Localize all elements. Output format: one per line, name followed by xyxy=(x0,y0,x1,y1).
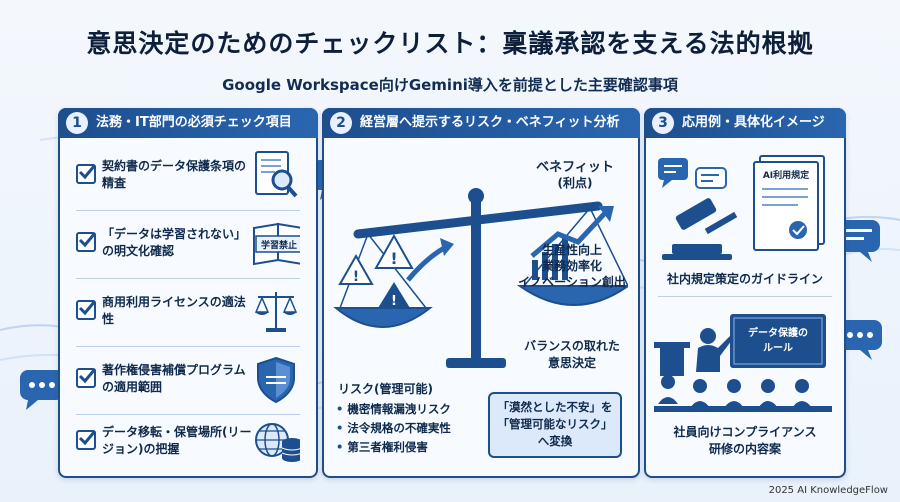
checklist-item-label: 著作権侵害補償プログラムの適用範囲 xyxy=(102,363,246,394)
svg-text:!: ! xyxy=(391,294,397,309)
training-classroom-illustration: データ保護の ルール xyxy=(654,314,832,412)
book-label: 学習禁止 xyxy=(261,239,297,251)
balance-label-line: 意思決定 xyxy=(547,356,596,370)
benefit-item: 生産性向上 xyxy=(541,243,602,257)
checklist-item[interactable]: 著作権侵害補償プログラムの適用範囲 xyxy=(70,354,306,410)
example-guideline-label: 社内規定策定のガイドライン xyxy=(666,272,823,286)
panel-header: 2 経営層へ提示するリスク・ベネフィット分析 xyxy=(322,108,640,138)
checklist-item[interactable]: データ移転・保管場所(リージョン)の把握 xyxy=(70,416,306,472)
balance-label: バランスの取れた 意思決定 xyxy=(510,338,634,372)
divider xyxy=(76,414,300,415)
benefit-title: ベネフィット xyxy=(536,160,614,175)
risk-item: 法令規格の不確実性 xyxy=(336,419,476,438)
footer-copyright: 2025 AI KnowledgeFlow xyxy=(768,485,888,496)
checkbox-icon[interactable] xyxy=(76,164,97,184)
example-training-line: 社員向けコンプライアンス xyxy=(673,425,817,439)
example-training-label: 社員向けコンプライアンス 研修の内容案 xyxy=(646,424,844,458)
svg-text:!: ! xyxy=(390,249,397,268)
balance-scale-icon: ! ! ! xyxy=(333,188,628,368)
checkbox-icon[interactable] xyxy=(76,300,97,320)
svg-text:!: ! xyxy=(353,269,359,285)
example-training-line: 研修の内容案 xyxy=(708,442,781,456)
panel-legal-it-checklist: 1 法務・IT部門の必須チェック項目 契約書のデータ保護条項の精査 「データは学… xyxy=(58,108,318,478)
checkbox-icon[interactable] xyxy=(76,430,97,450)
benefit-item: イノベーション創出 xyxy=(518,275,626,289)
balance-label-line: バランスの取れた xyxy=(524,339,620,353)
page-subtitle: Google Workspace向けGemini導入を前提とした主要確認事項 xyxy=(222,76,678,94)
checklist-item-label: 「データは学習されない」の明文化確認 xyxy=(102,227,247,258)
panel-number: 1 xyxy=(66,112,88,134)
panel-header: 1 法務・IT部門の必須チェック項目 xyxy=(58,108,318,138)
checklist-item[interactable]: 商用利用ライセンスの適法性 xyxy=(70,286,306,342)
benefit-list: 生産性向上 業務効率化 イノベーション創出 xyxy=(510,242,634,290)
page-title: 意思決定のためのチェックリスト：稟議承認を支える法的根拠 xyxy=(86,29,814,58)
checkbox-icon[interactable] xyxy=(76,368,97,388)
chat-bubble-icon xyxy=(838,320,882,360)
checklist-item-label: 契約書のデータ保護条項の精査 xyxy=(102,159,247,190)
panel-title: 法務・IT部門の必須チェック項目 xyxy=(96,115,292,130)
book-not-trained-icon: 学習禁止 xyxy=(253,222,300,266)
gavel-policy-document-illustration: AI利用規定 xyxy=(658,155,825,260)
divider xyxy=(76,210,300,211)
conversion-callout: 「漠然とした不安」を 「管理可能なリスク」 へ変換 xyxy=(488,392,622,458)
checklist-item-label: 商用利用ライセンスの適法性 xyxy=(102,295,246,326)
risk-item: 機密情報漏洩リスク xyxy=(336,400,476,419)
panel-number: 3 xyxy=(652,112,674,134)
scales-icon xyxy=(254,292,298,332)
benefit-subtitle: (利点) xyxy=(557,176,593,190)
chat-bubble-icon xyxy=(20,370,64,410)
checklist-item-label: データ移転・保管場所(リージョン)の把握 xyxy=(102,425,252,456)
risk-title: リスク(管理可能) xyxy=(338,382,433,396)
panel-title: 経営層へ提示するリスク・ベネフィット分析 xyxy=(360,115,620,130)
benefit-item: 業務効率化 xyxy=(541,259,602,273)
divider xyxy=(76,278,300,279)
divider xyxy=(658,296,832,297)
callout-line: 「漠然とした不安」を xyxy=(497,400,613,414)
checklist-item[interactable]: 契約書のデータ保護条項の精査 xyxy=(70,150,306,206)
board-line: データ保護の xyxy=(748,326,808,339)
panel-title: 応用例・具体化イメージ xyxy=(682,115,825,130)
document-magnifier-icon xyxy=(255,151,298,198)
board-line: ルール xyxy=(763,343,793,354)
divider xyxy=(76,346,300,347)
checklist-item[interactable]: 「データは学習されない」の明文化確認 学習禁止 xyxy=(70,218,306,274)
checkbox-icon[interactable] xyxy=(76,232,97,252)
panel-header: 3 応用例・具体化イメージ xyxy=(644,108,846,138)
callout-line: へ変換 xyxy=(537,434,573,448)
callout-line: 「管理可能なリスク」 xyxy=(497,417,613,431)
panel-application-examples: 3 応用例・具体化イメージ AI利用規定 社内規定策定のガイドライン データ保護… xyxy=(644,108,846,478)
risk-list: 機密情報漏洩リスク 法令規格の不確実性 第三者権利侵害 xyxy=(336,400,476,457)
shield-icon xyxy=(257,356,295,404)
risk-item: 第三者権利侵害 xyxy=(336,438,476,457)
policy-doc-label: AI利用規定 xyxy=(763,169,810,181)
panel-number: 2 xyxy=(330,112,352,134)
globe-database-icon xyxy=(255,423,300,462)
panel-risk-benefit-analysis: 2 経営層へ提示するリスク・ベネフィット分析 ! ! ! ベネフィット (利点)… xyxy=(322,108,640,478)
